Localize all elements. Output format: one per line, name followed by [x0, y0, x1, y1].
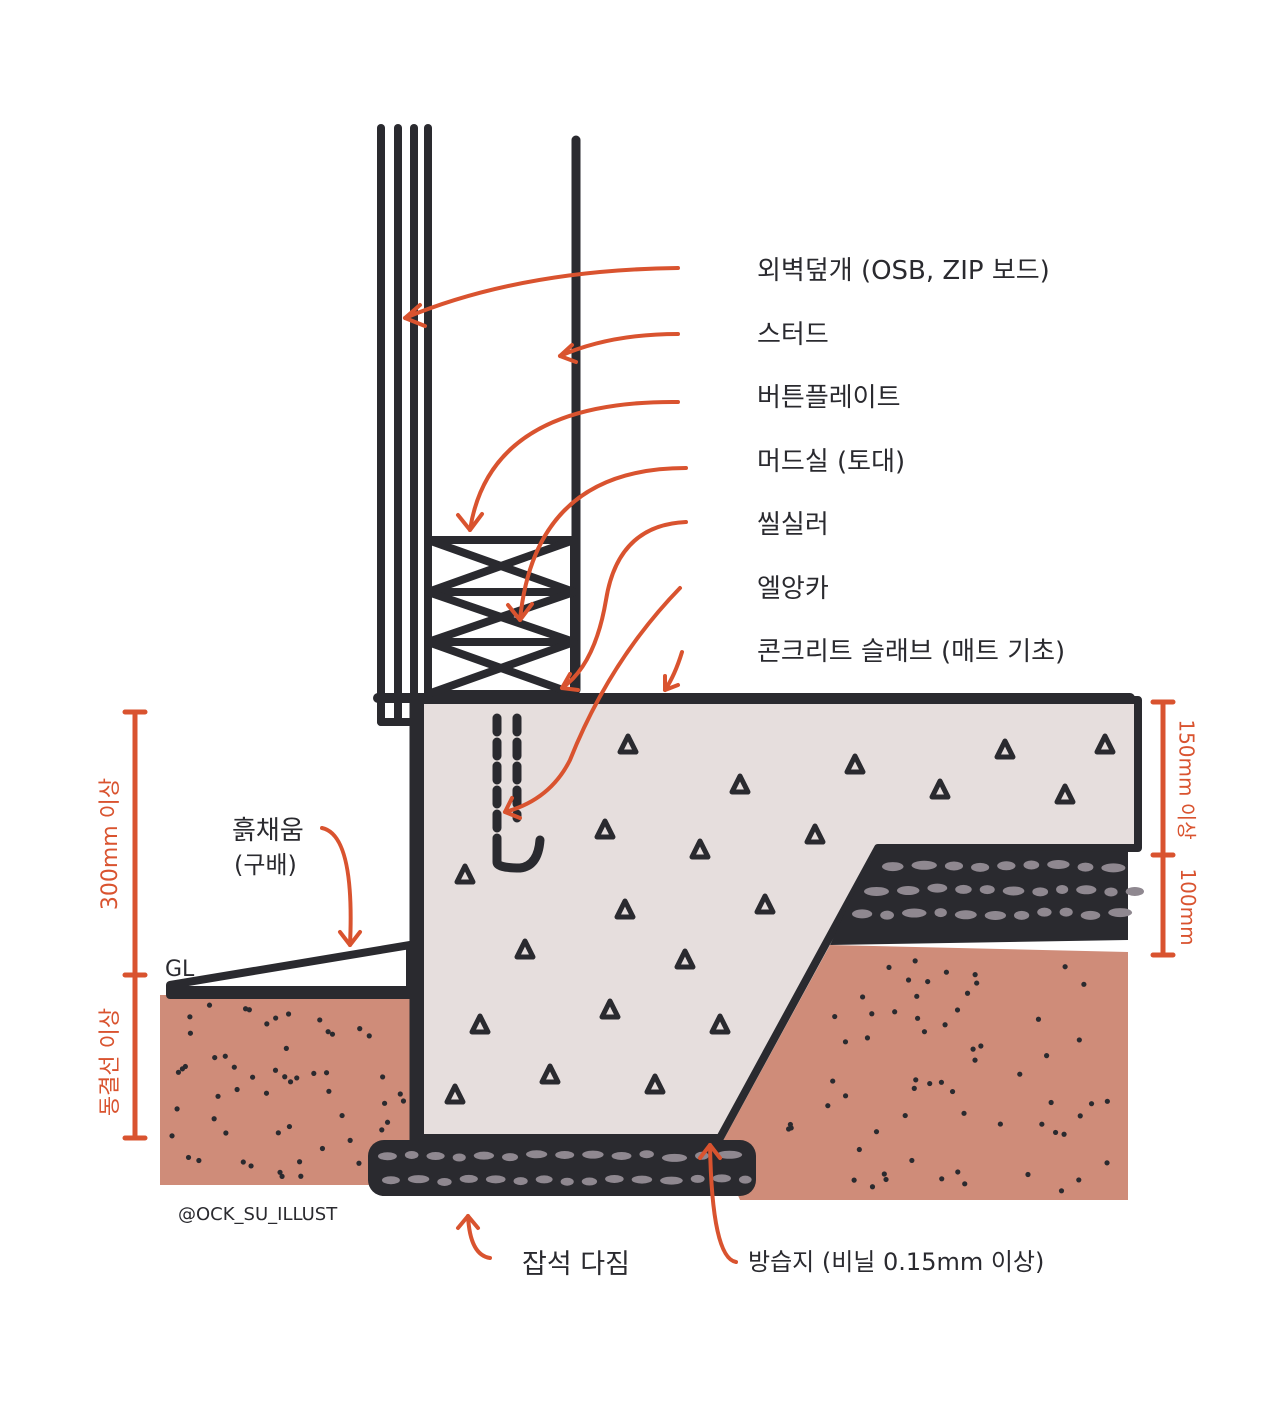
gravel-layer-bottom: [368, 1140, 756, 1196]
label-mudsill: 머드실 (토대): [757, 447, 906, 477]
gravel-layer-right: [830, 848, 1128, 945]
label-slab: 콘크리트 슬래브 (매트 기초): [757, 637, 1066, 667]
credit-text: @OCK_SU_ILLUST: [178, 1204, 338, 1225]
soil-right: [718, 945, 1128, 1200]
exterior-sheathing-lines: [377, 124, 432, 726]
dim-slab-thickness: 150mm 이상: [1174, 719, 1199, 840]
label-exterior-sheathing: 외벽덮개 (OSB, ZIP 보드): [757, 256, 1050, 286]
label-gravel: 잡석 다짐: [522, 1249, 630, 1280]
dim-above-grade: 300mm 이상: [98, 777, 123, 911]
soil-speckles: [169, 958, 1110, 1194]
label-stud: 스터드: [757, 320, 829, 350]
concrete-aggregate: [444, 733, 1116, 1105]
dim-gravel-thickness: 100mm: [1176, 868, 1200, 946]
label-sill-sealer: 씰실러: [757, 510, 829, 540]
label-grade-level: GL: [165, 957, 195, 982]
dim-frost-line: 동결선 이상: [98, 1007, 123, 1117]
dimension-lines: [122, 699, 1176, 1141]
leader-arrows: [320, 266, 738, 1264]
label-backfill-slope: (구배): [234, 851, 297, 879]
label-bottom-plate: 버튼플레이트: [757, 383, 901, 413]
gravel-stones: [378, 860, 1145, 1186]
plate-blocks: [424, 536, 578, 698]
label-backfill: 흙채움: [232, 816, 304, 846]
anchor-bolt: [492, 713, 545, 873]
label-vapor-barrier: 방습지 (비닐 0.15mm 이상): [748, 1248, 1045, 1276]
label-anchor: 엘앙카: [757, 574, 829, 604]
